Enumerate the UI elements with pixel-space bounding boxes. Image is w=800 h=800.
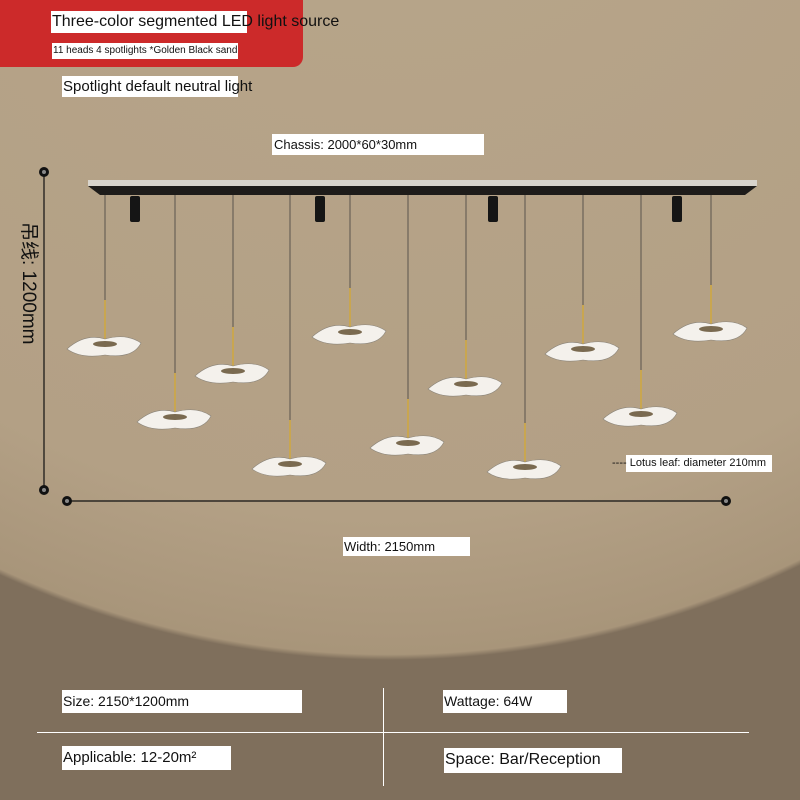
chassis-bar	[88, 186, 757, 195]
leaf-diameter-label: ---- Lotus leaf: diameter 210mm	[612, 455, 772, 472]
leaf-center	[338, 329, 362, 335]
spec-size: Size: 2150*1200mm	[62, 690, 302, 713]
leaf-center	[699, 326, 723, 332]
chassis-top	[88, 180, 757, 186]
leaf-center	[513, 464, 537, 470]
spec-divider-h	[37, 732, 749, 733]
header-title: Three-color segmented LED light source	[51, 11, 341, 33]
leaf-center	[93, 341, 117, 347]
height-label: 吊线: 1200mm	[18, 222, 39, 345]
spotlight	[315, 196, 325, 222]
dimension-dot-center	[65, 499, 69, 503]
dimension-dot-center	[42, 488, 46, 492]
spotlight-note: Spotlight default neutral light	[62, 76, 254, 97]
spec-wattage: Wattage: 64W	[443, 690, 567, 713]
leaf-center	[629, 411, 653, 417]
spec-applicable: Applicable: 12-20m²	[62, 746, 231, 770]
leaf-center	[454, 381, 478, 387]
dimension-dot-center	[42, 170, 46, 174]
header-subtitle: 11 heads 4 spotlights *Golden Black sand	[52, 43, 239, 59]
leaf-center	[221, 368, 245, 374]
spec-divider-v	[383, 688, 384, 786]
leaf-center	[571, 346, 595, 352]
spotlight	[672, 196, 682, 222]
width-label: Width: 2150mm	[343, 537, 470, 556]
leaf-center	[396, 440, 420, 446]
leaf-center	[278, 461, 302, 467]
spec-space: Space: Bar/Reception	[444, 748, 622, 773]
dimension-dot-center	[724, 499, 728, 503]
spotlight	[130, 196, 140, 222]
leaf-center	[163, 414, 187, 420]
chassis-label: Chassis: 2000*60*30mm	[272, 134, 484, 155]
spotlight	[488, 196, 498, 222]
